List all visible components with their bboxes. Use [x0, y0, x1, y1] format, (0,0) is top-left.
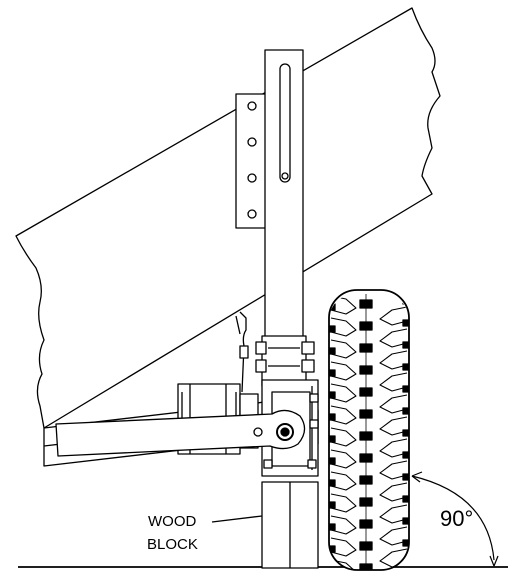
tread-notch	[402, 517, 409, 525]
tread-lug	[330, 471, 357, 491]
wood-block-label-line1: WOOD	[148, 513, 196, 530]
tread-notch	[329, 325, 336, 333]
wood-block	[261, 481, 319, 569]
bracket-bolts	[263, 393, 319, 469]
wood-block-label-line2: BLOCK	[147, 536, 198, 553]
tread-notch	[329, 545, 336, 553]
tread-lug	[330, 339, 357, 359]
tread-lug	[330, 537, 357, 557]
tread-lug	[330, 361, 357, 381]
tread-notch	[329, 479, 336, 487]
angle-indicator	[411, 471, 499, 567]
tread-notch	[402, 539, 409, 547]
tread-notch	[402, 407, 409, 415]
tire	[328, 289, 410, 571]
tread-notch	[329, 435, 336, 443]
plate-hole	[247, 137, 257, 147]
arm-slot	[253, 427, 263, 437]
tread-notch	[402, 473, 409, 481]
tread-lug	[379, 548, 408, 568]
tread-lug	[379, 460, 408, 480]
plate-hole	[247, 101, 257, 111]
tread-lug	[379, 328, 408, 348]
tread-notch	[402, 341, 409, 349]
tread-notch	[329, 413, 336, 421]
mounting-plate	[235, 93, 267, 229]
tread-lug	[379, 350, 408, 370]
vertical-post	[264, 49, 304, 351]
tread-notch	[329, 523, 336, 531]
tread-notch	[329, 347, 336, 355]
tread-lug	[379, 526, 408, 546]
tread-lug	[330, 317, 357, 337]
tread-notch	[402, 495, 409, 503]
angle-label: 90°	[440, 506, 473, 531]
tread-lug	[379, 438, 408, 458]
tread-notch	[402, 451, 409, 459]
tread-lug	[330, 559, 357, 570]
swing-arm	[55, 409, 306, 457]
tread-lug	[330, 449, 357, 469]
tread-notch	[402, 385, 409, 393]
tread-lug	[330, 383, 357, 403]
tread-notch	[329, 501, 336, 509]
tread-notch	[402, 319, 409, 327]
tread-lug	[379, 306, 408, 326]
cable	[235, 311, 249, 393]
tread-lug	[379, 372, 408, 392]
tread-lug	[379, 482, 408, 502]
tread-notch	[329, 369, 336, 377]
tread-notch	[329, 567, 336, 570]
post-slot	[279, 63, 291, 183]
tread-lug	[330, 515, 357, 535]
post-pin	[281, 172, 289, 180]
axle-bolt	[280, 427, 290, 437]
tread-notch	[402, 429, 409, 437]
tread-lug	[379, 394, 408, 414]
frame-beam	[15, 7, 441, 429]
tread-lug	[330, 493, 357, 513]
plate-hole	[247, 173, 257, 183]
tread-lug	[379, 416, 408, 436]
tread-lug	[330, 427, 357, 447]
tread-lug	[330, 405, 357, 425]
wood-block-leader	[211, 515, 263, 523]
post-clamp	[255, 335, 315, 387]
tread-lug	[379, 504, 408, 524]
tread-notch	[402, 363, 409, 371]
plate-hole	[247, 209, 257, 219]
tread-notch	[329, 457, 336, 465]
tread-notch	[329, 391, 336, 399]
